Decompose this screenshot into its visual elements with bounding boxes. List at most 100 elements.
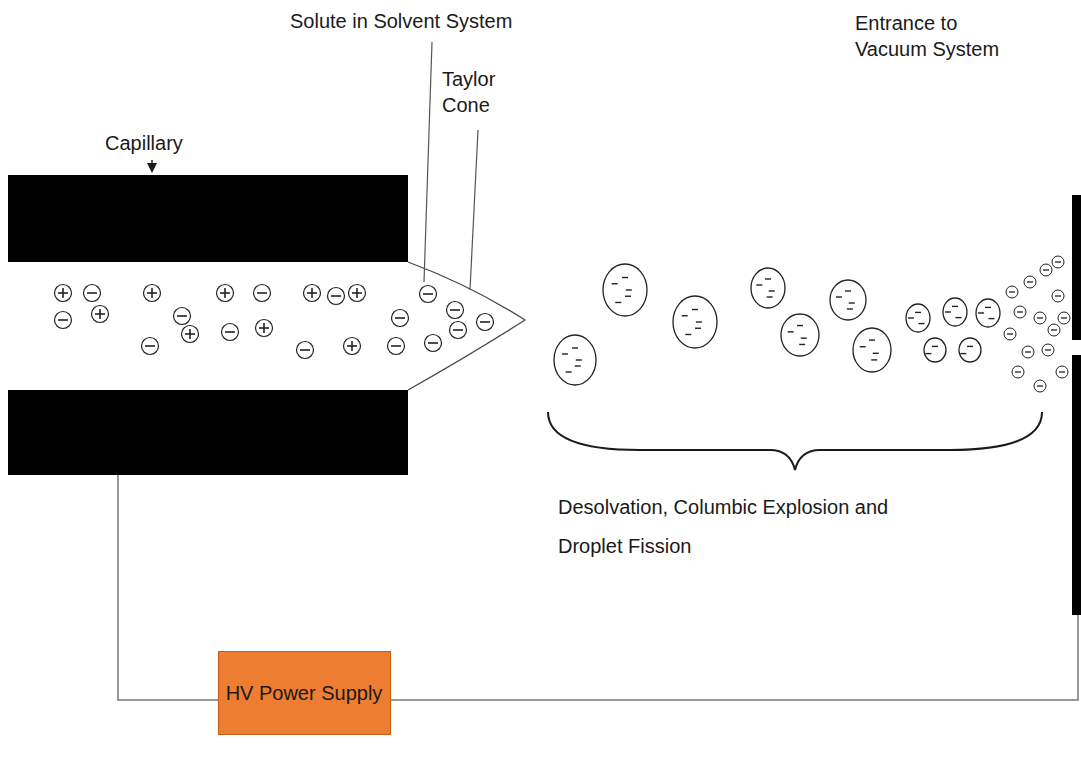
negative-ion bbox=[392, 310, 409, 327]
ion-circle bbox=[1034, 380, 1046, 392]
ion-circle bbox=[425, 335, 442, 352]
droplet-outline bbox=[906, 304, 930, 332]
part-label: Taylor Cone bbox=[442, 66, 526, 118]
positive-ion bbox=[144, 285, 161, 302]
ion-sign bbox=[145, 345, 155, 347]
ion-circle bbox=[182, 326, 199, 343]
charge-sign bbox=[612, 283, 618, 284]
positive-ion bbox=[182, 326, 199, 343]
ion-circle bbox=[142, 338, 159, 355]
charge-sign bbox=[788, 331, 794, 332]
ion-circle bbox=[392, 310, 409, 327]
charge-sign bbox=[978, 312, 984, 313]
ion-circle bbox=[1012, 366, 1024, 378]
ion-sign bbox=[189, 329, 191, 339]
charge-sign bbox=[967, 346, 973, 347]
charge-sign bbox=[873, 353, 879, 354]
charge-sign bbox=[575, 365, 581, 366]
ion-sign bbox=[1037, 385, 1043, 386]
ion-sign bbox=[257, 292, 267, 294]
ion-sign bbox=[58, 319, 68, 321]
gas-phase-ion bbox=[1004, 328, 1016, 340]
ion-circle bbox=[1014, 306, 1026, 318]
ion-circle bbox=[84, 285, 101, 302]
ion-circle bbox=[1058, 312, 1070, 324]
positive-ion bbox=[344, 338, 361, 355]
gas-phase-ion bbox=[1056, 366, 1068, 378]
charge-sign bbox=[918, 323, 924, 324]
ion-circle bbox=[1040, 264, 1052, 276]
charge-sign bbox=[562, 353, 568, 354]
ion-sign bbox=[1007, 333, 1013, 334]
ion-sign bbox=[1017, 311, 1023, 312]
gas-phase-ion bbox=[1042, 344, 1054, 356]
charge-sign bbox=[696, 321, 702, 322]
ion-circle bbox=[92, 306, 109, 323]
ion-circle bbox=[349, 285, 366, 302]
positive-ion bbox=[304, 285, 321, 302]
droplet-outline bbox=[603, 264, 647, 316]
charged-droplet bbox=[673, 296, 717, 348]
ion-circle bbox=[304, 285, 321, 302]
charged-droplet bbox=[781, 314, 819, 356]
ion-circle bbox=[388, 338, 405, 355]
ion-circle bbox=[1056, 366, 1068, 378]
negative-ion bbox=[425, 335, 442, 352]
charge-sign bbox=[985, 307, 991, 308]
ion-circle bbox=[447, 302, 464, 319]
ion-sign bbox=[87, 292, 97, 294]
charge-sign bbox=[767, 296, 773, 297]
charge-sign bbox=[615, 302, 621, 303]
ion-circle bbox=[174, 308, 191, 325]
charge-sign bbox=[869, 339, 875, 340]
ion-sign bbox=[1037, 317, 1043, 318]
droplet-outline bbox=[673, 296, 717, 348]
ion-circle bbox=[1034, 312, 1046, 324]
ion-sign bbox=[177, 315, 187, 317]
positive-ion bbox=[256, 320, 273, 337]
ion-circle bbox=[222, 324, 239, 341]
charged-droplet bbox=[603, 264, 647, 316]
process-label: Desolvation, Columbic Explosion and Drop… bbox=[558, 488, 898, 566]
negative-ion bbox=[297, 342, 314, 359]
ion-circle bbox=[297, 342, 314, 359]
part-label: Entrance to Vacuum System bbox=[855, 10, 1025, 62]
charge-sign bbox=[576, 359, 582, 360]
ion-circle bbox=[256, 320, 273, 337]
positive-ion bbox=[55, 285, 72, 302]
charge-sign bbox=[626, 289, 632, 290]
ion-sign bbox=[391, 345, 401, 347]
ion-circle bbox=[450, 322, 467, 339]
charged-droplet bbox=[751, 268, 785, 308]
ion-circle bbox=[55, 312, 72, 329]
ion-sign bbox=[300, 349, 310, 351]
leader-line bbox=[470, 130, 478, 290]
ion-sign bbox=[1045, 349, 1051, 350]
charge-sign bbox=[799, 344, 805, 345]
charge-sign bbox=[572, 347, 578, 348]
ion-sign bbox=[356, 288, 358, 298]
gas-phase-ion bbox=[1040, 264, 1052, 276]
ion-sign bbox=[99, 309, 101, 319]
bracket bbox=[548, 412, 1042, 470]
ion-sign bbox=[151, 288, 153, 298]
charged-droplet bbox=[906, 304, 930, 332]
negative-ion bbox=[55, 312, 72, 329]
charge-sign bbox=[566, 371, 572, 372]
charge-sign bbox=[836, 296, 842, 297]
ion-sign bbox=[62, 288, 64, 298]
charge-sign bbox=[915, 312, 921, 313]
droplet-outline bbox=[853, 328, 891, 372]
negative-ion bbox=[328, 288, 345, 305]
ion-circle bbox=[1004, 328, 1016, 340]
ion-circle bbox=[1052, 256, 1064, 268]
gas-phase-ion bbox=[1034, 380, 1046, 392]
gas-phase-ion bbox=[1052, 290, 1064, 302]
gas-phase-ion bbox=[1024, 276, 1036, 288]
charged-droplet bbox=[976, 299, 1000, 327]
ion-sign bbox=[263, 323, 265, 333]
droplet-outline bbox=[781, 314, 819, 356]
positive-ion bbox=[349, 285, 366, 302]
charge-sign bbox=[685, 334, 691, 335]
ion-sign bbox=[224, 288, 226, 298]
